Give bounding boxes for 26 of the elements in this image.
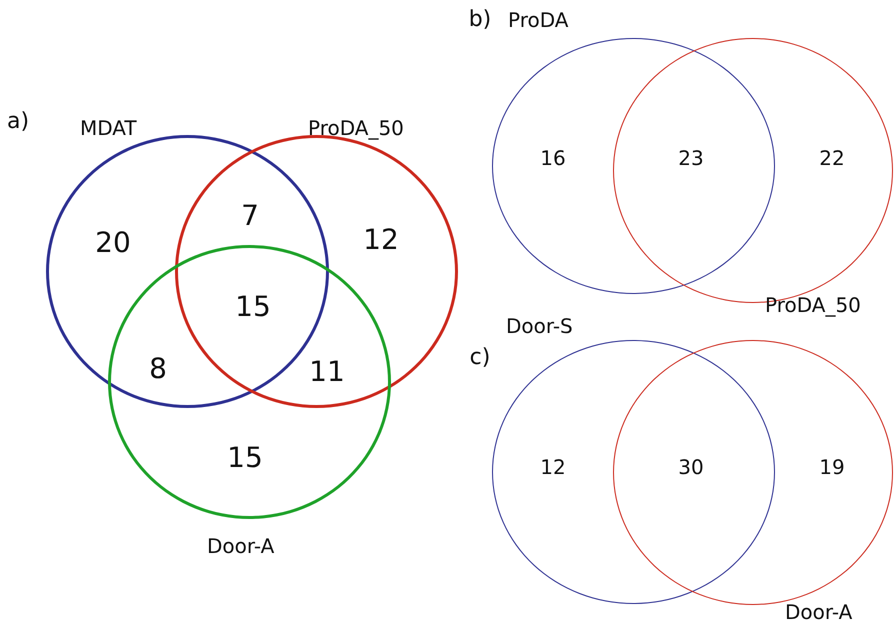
region-count: 16 xyxy=(540,148,566,168)
region-count: 15 xyxy=(227,444,263,472)
panel-letter: a) xyxy=(6,111,30,133)
venn-circle xyxy=(492,38,775,294)
region-count: 11 xyxy=(309,358,345,386)
region-count: 23 xyxy=(678,148,704,168)
region-count: 7 xyxy=(241,202,259,230)
region-count: 12 xyxy=(363,226,399,254)
venn-circle xyxy=(613,340,893,605)
region-count: 8 xyxy=(149,355,167,383)
set-label: Door-S xyxy=(506,316,573,336)
set-label: MDAT xyxy=(80,118,137,138)
panel-letter: b) xyxy=(468,9,492,31)
set-label: Door-A xyxy=(785,602,852,622)
panel-letter: c) xyxy=(470,347,490,369)
region-count: 12 xyxy=(540,457,566,477)
region-count: 19 xyxy=(819,457,845,477)
set-label: ProDA xyxy=(508,10,568,30)
set-label: ProDA_50 xyxy=(765,295,861,315)
region-count: 30 xyxy=(678,457,704,477)
region-count: 15 xyxy=(235,293,271,321)
set-label: ProDA_50 xyxy=(308,118,404,138)
region-count: 22 xyxy=(819,148,845,168)
region-count: 20 xyxy=(95,229,131,257)
set-label: Door-A xyxy=(207,536,274,556)
venn-circle xyxy=(492,340,775,604)
